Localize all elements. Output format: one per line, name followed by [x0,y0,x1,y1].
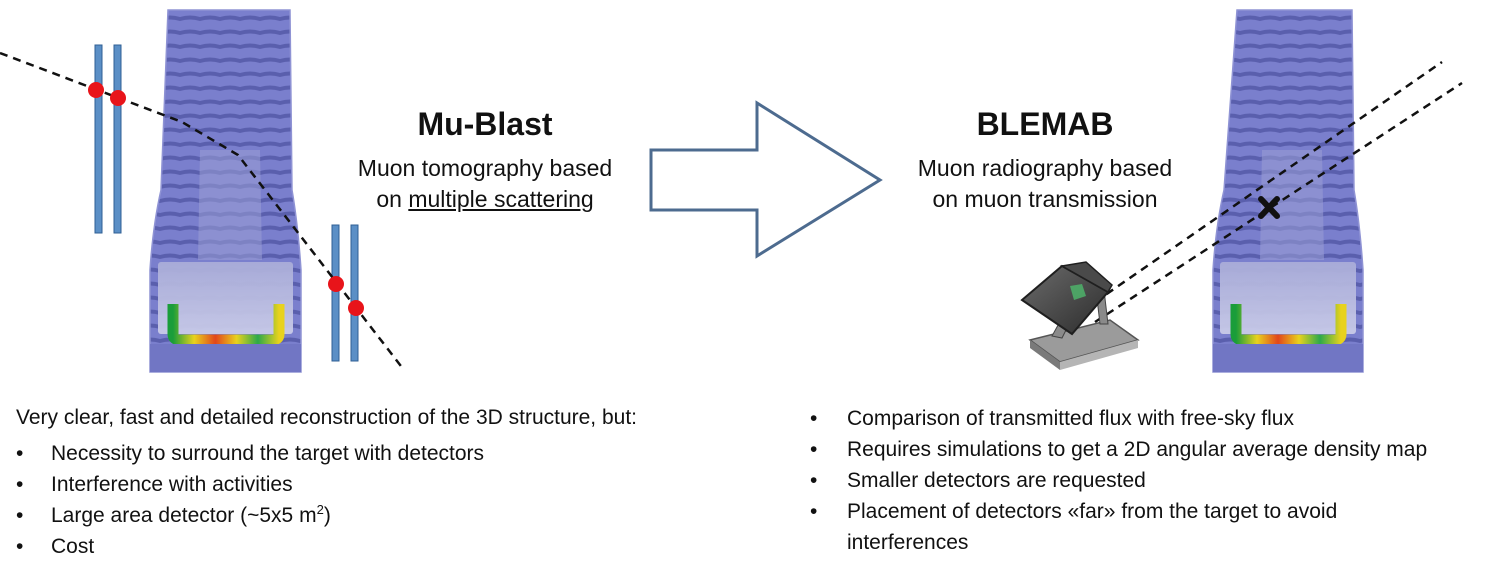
left-subtitle-line1: Muon tomography based [357,155,613,181]
bullet3-superscript: 2 [316,502,324,517]
right-subtitle-line2: on muon transmission [932,186,1158,212]
list-item: Requires simulations to get a 2D angular… [810,434,1500,465]
left-detector-planes-top [94,44,122,234]
x-mark-icon [1258,196,1280,219]
left-subtitle-prefix: on [376,186,409,212]
muon-transmission-line-1 [1071,60,1443,320]
list-item: Interference with activities [16,469,756,500]
hollow-right-arrow-icon [649,100,883,259]
bullet4-line1: Placement of detectors «far» from the ta… [847,500,1338,523]
left-detector-planes-bottom [331,224,359,362]
left-reactor-structure [149,9,302,373]
right-bullet-list: Comparison of transmitted flux with free… [810,403,1500,558]
right-method-subtitle: Muon radiography based on muon transmiss… [880,153,1210,215]
muon-telescope-icon [1020,261,1140,370]
bullet3-suffix: ) [323,504,331,527]
bullet4-line2: interferences [847,531,969,554]
left-method-subtitle: Muon tomography based on multiple scatte… [320,153,650,215]
right-reactor-structure [1212,9,1364,373]
left-subtitle-line2: on multiple scattering [320,184,650,215]
muon-transmission-line-2 [1094,81,1463,324]
hit-markers [88,82,364,316]
left-subtitle-underlined: multiple scattering [408,186,594,212]
list-item: Cost [16,531,756,562]
list-item: Large area detector (~5x5 m2) [16,500,756,531]
right-subtitle-line1: Muon radiography based [917,155,1173,181]
left-lead-text: Very clear, fast and detailed reconstruc… [16,406,638,429]
list-item: Necessity to surround the target with de… [16,438,756,469]
list-item: Placement of detectors «far» from the ta… [810,496,1500,558]
left-bullet-list: Necessity to surround the target with de… [16,438,756,562]
list-item: Smaller detectors are requested [810,465,1500,496]
right-method-title: BLEMAB [976,106,1114,142]
scattered-muon-track [0,51,405,371]
list-item: Comparison of transmitted flux with free… [810,403,1500,434]
left-method-title: Mu-Blast [417,106,553,142]
bullet3-text: Large area detector (~5x5 m [51,504,317,527]
